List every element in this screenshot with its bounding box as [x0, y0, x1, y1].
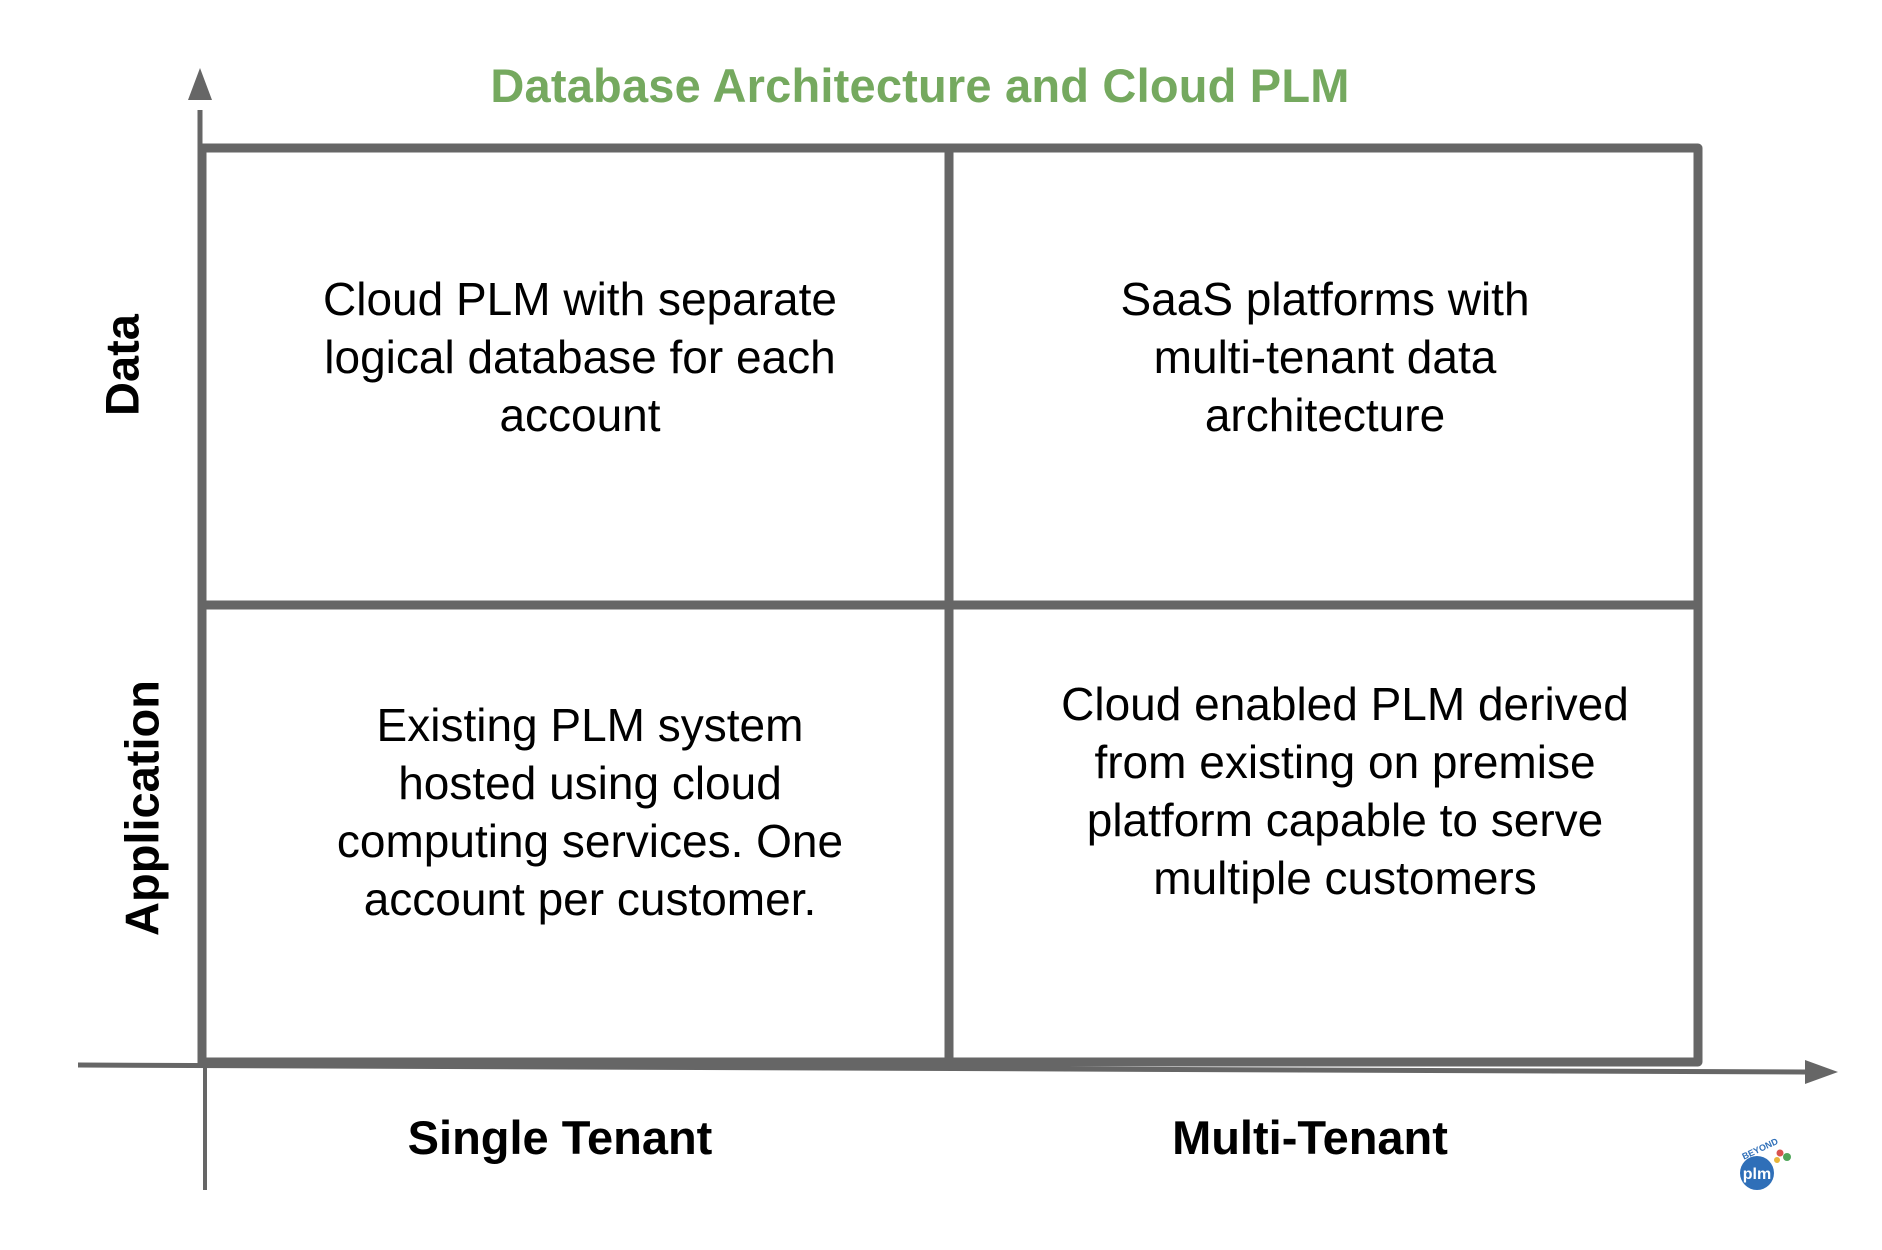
quadrant-application-single-tenant: Existing PLM system hosted using cloud c…	[336, 699, 844, 925]
quadrant-data-single-tenant: Cloud PLM with separate logical database…	[323, 273, 837, 441]
logo-yellow-dot	[1774, 1157, 1780, 1163]
beyond-plm-logo: BEYOND plm	[1740, 1136, 1791, 1190]
y-label-application: Application	[115, 680, 169, 936]
y-axis-arrowhead	[188, 68, 212, 100]
logo-main-text: plm	[1743, 1166, 1771, 1183]
y-label-data: Data	[95, 314, 149, 416]
logo-green-dot	[1783, 1153, 1791, 1161]
diagram-title: Database Architecture and Cloud PLM	[490, 59, 1350, 112]
quadrant-application-multi-tenant: Cloud enabled PLM derived from existing …	[1061, 678, 1629, 904]
x-axis-arrowhead	[1805, 1060, 1838, 1084]
quadrant-data-multi-tenant: SaaS platforms with multi-tenant data ar…	[1120, 273, 1530, 441]
logo-blue-circle	[1740, 1156, 1774, 1190]
x-label-multi-tenant: Multi-Tenant	[1172, 1111, 1448, 1164]
x-label-single-tenant: Single Tenant	[407, 1111, 713, 1164]
logo-red-dot	[1776, 1149, 1784, 1157]
